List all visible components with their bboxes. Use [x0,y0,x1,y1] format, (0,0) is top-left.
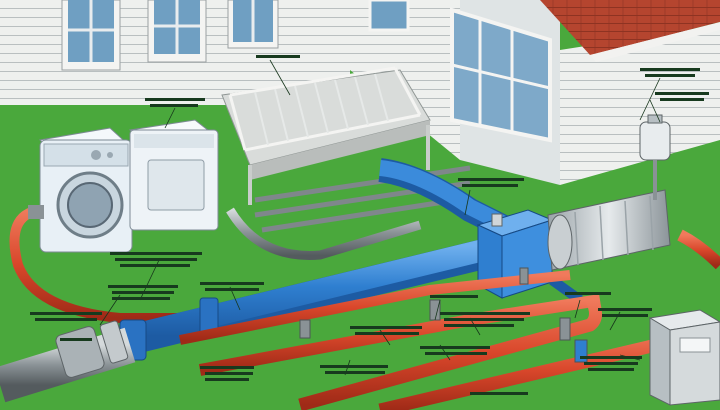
house-window [227,0,279,49]
house-glass-door [450,7,552,143]
pressure-tank-icon [639,114,671,200]
house-window [147,0,207,63]
control-box-icon [648,309,720,406]
house-window [368,0,410,32]
main-water-pipe [115,158,526,361]
pipe-valve [559,317,571,341]
pipe-valve [519,267,529,285]
house-wall-left [0,0,350,105]
pipe-fitting [28,205,44,219]
pipe-valve [429,299,441,321]
deck-railing-icon [221,66,431,205]
dryer-icon [128,119,220,231]
illegible-label-marks [30,55,709,395]
pipe-valve [299,319,311,339]
roof-fascia [590,22,720,62]
roof [540,0,720,55]
house-wall-right [350,0,720,185]
water-heater-icon [547,189,671,271]
house-window [61,0,121,71]
washing-machine-icon [38,127,134,253]
